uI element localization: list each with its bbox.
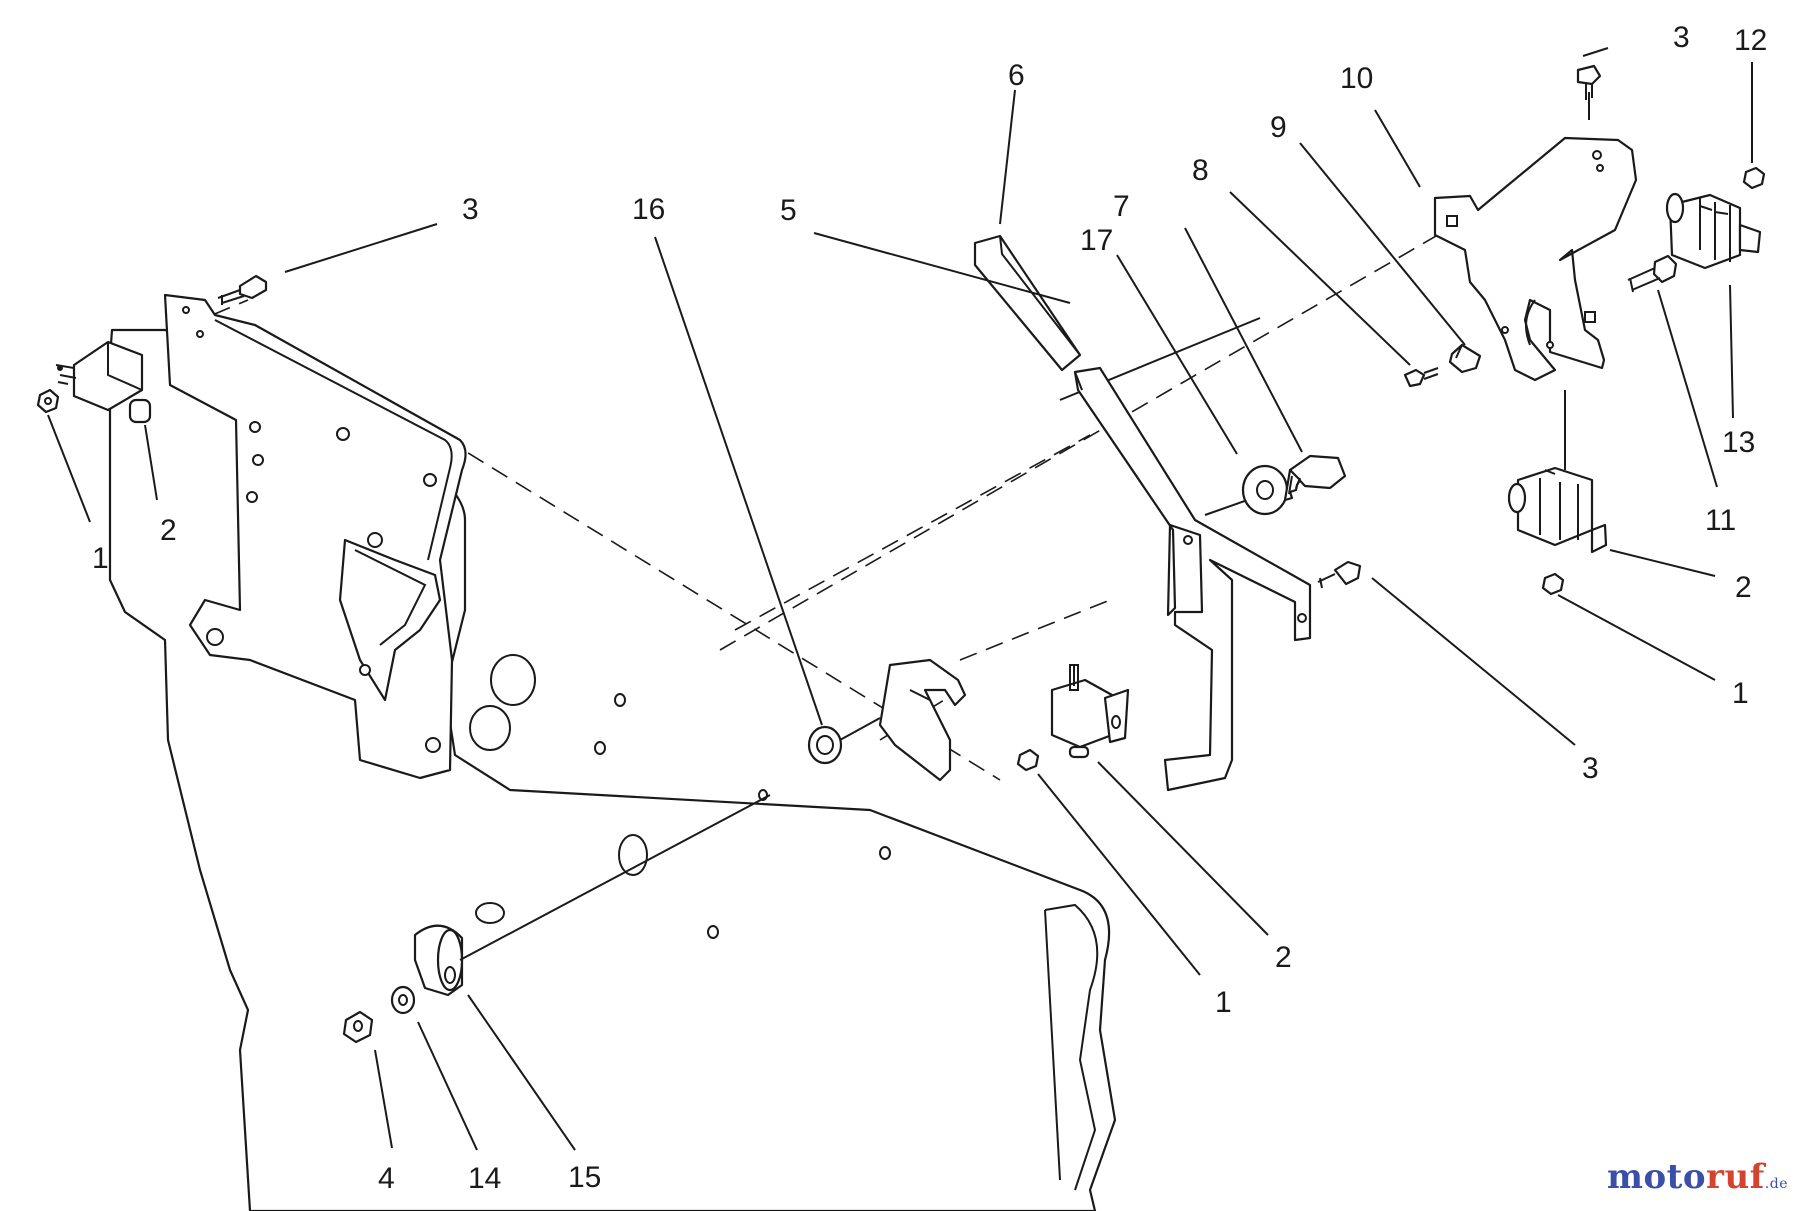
callout-labels: 3 12 6 10 9 8 7 17 3 16 5 2 1 13 11 2 1 …: [92, 21, 1767, 1195]
center-screw: [1317, 560, 1362, 589]
watermark-part2: ruf: [1706, 1157, 1765, 1197]
center-switch: [1050, 664, 1130, 759]
callout-label: 17: [1080, 224, 1113, 257]
left-nut: [36, 388, 60, 414]
pedal-arm: [1073, 366, 1312, 792]
upper-right-nut: [1742, 166, 1766, 190]
cable-clamp: [413, 794, 771, 997]
callout-label: 1: [92, 542, 109, 575]
leader-lines: [47, 47, 1753, 1151]
watermark-part1: moto: [1606, 1157, 1707, 1197]
center-nut: [1016, 748, 1040, 772]
watermark-part3: .de: [1764, 1176, 1788, 1192]
callout-label: 11: [1705, 504, 1736, 537]
center-clip-bracket: [878, 658, 967, 782]
pedal-pad: [973, 234, 1082, 372]
lock-nut: [342, 1010, 374, 1044]
pin: [1448, 343, 1482, 374]
right-bolt: [1627, 254, 1678, 293]
lower-right-nut: [1541, 572, 1565, 596]
left-interlock-switch: [55, 340, 152, 424]
callout-label: 13: [1722, 426, 1755, 459]
callout-label: 3: [1673, 21, 1690, 54]
small-screw: [1403, 367, 1439, 388]
callout-label: 8: [1192, 154, 1209, 187]
upper-right-bracket: [1433, 136, 1638, 382]
callout-label: 3: [462, 193, 479, 226]
callout-label: 16: [632, 193, 665, 226]
bushing: [807, 717, 881, 765]
upper-right-switch: [1665, 192, 1762, 270]
callout-label: 9: [1270, 111, 1287, 144]
callout-label: 1: [1732, 677, 1749, 710]
callout-label: 10: [1340, 62, 1373, 95]
callout-label: 7: [1113, 190, 1130, 223]
callout-label: 2: [1275, 941, 1292, 974]
callout-label: 3: [1582, 752, 1599, 785]
callout-label: 1: [1215, 986, 1232, 1019]
watermark-logo: motoruf.de: [1607, 1157, 1788, 1197]
small-washer: [390, 985, 416, 1015]
bolt: [1283, 454, 1347, 502]
lower-right-switch: [1507, 466, 1608, 554]
washer: [1241, 464, 1289, 516]
callout-label: 12: [1734, 24, 1767, 57]
callout-label: 2: [160, 514, 177, 547]
left-screw: [217, 274, 268, 305]
callout-label: 5: [780, 194, 797, 227]
top-right-screw: [1576, 64, 1602, 100]
callout-label: 6: [1008, 59, 1025, 92]
callout-label: 2: [1735, 571, 1752, 604]
left-bracket-plate: [163, 293, 467, 780]
callout-label: 4: [378, 1162, 395, 1195]
callout-label: 14: [468, 1162, 501, 1195]
callout-label: 15: [568, 1161, 601, 1194]
